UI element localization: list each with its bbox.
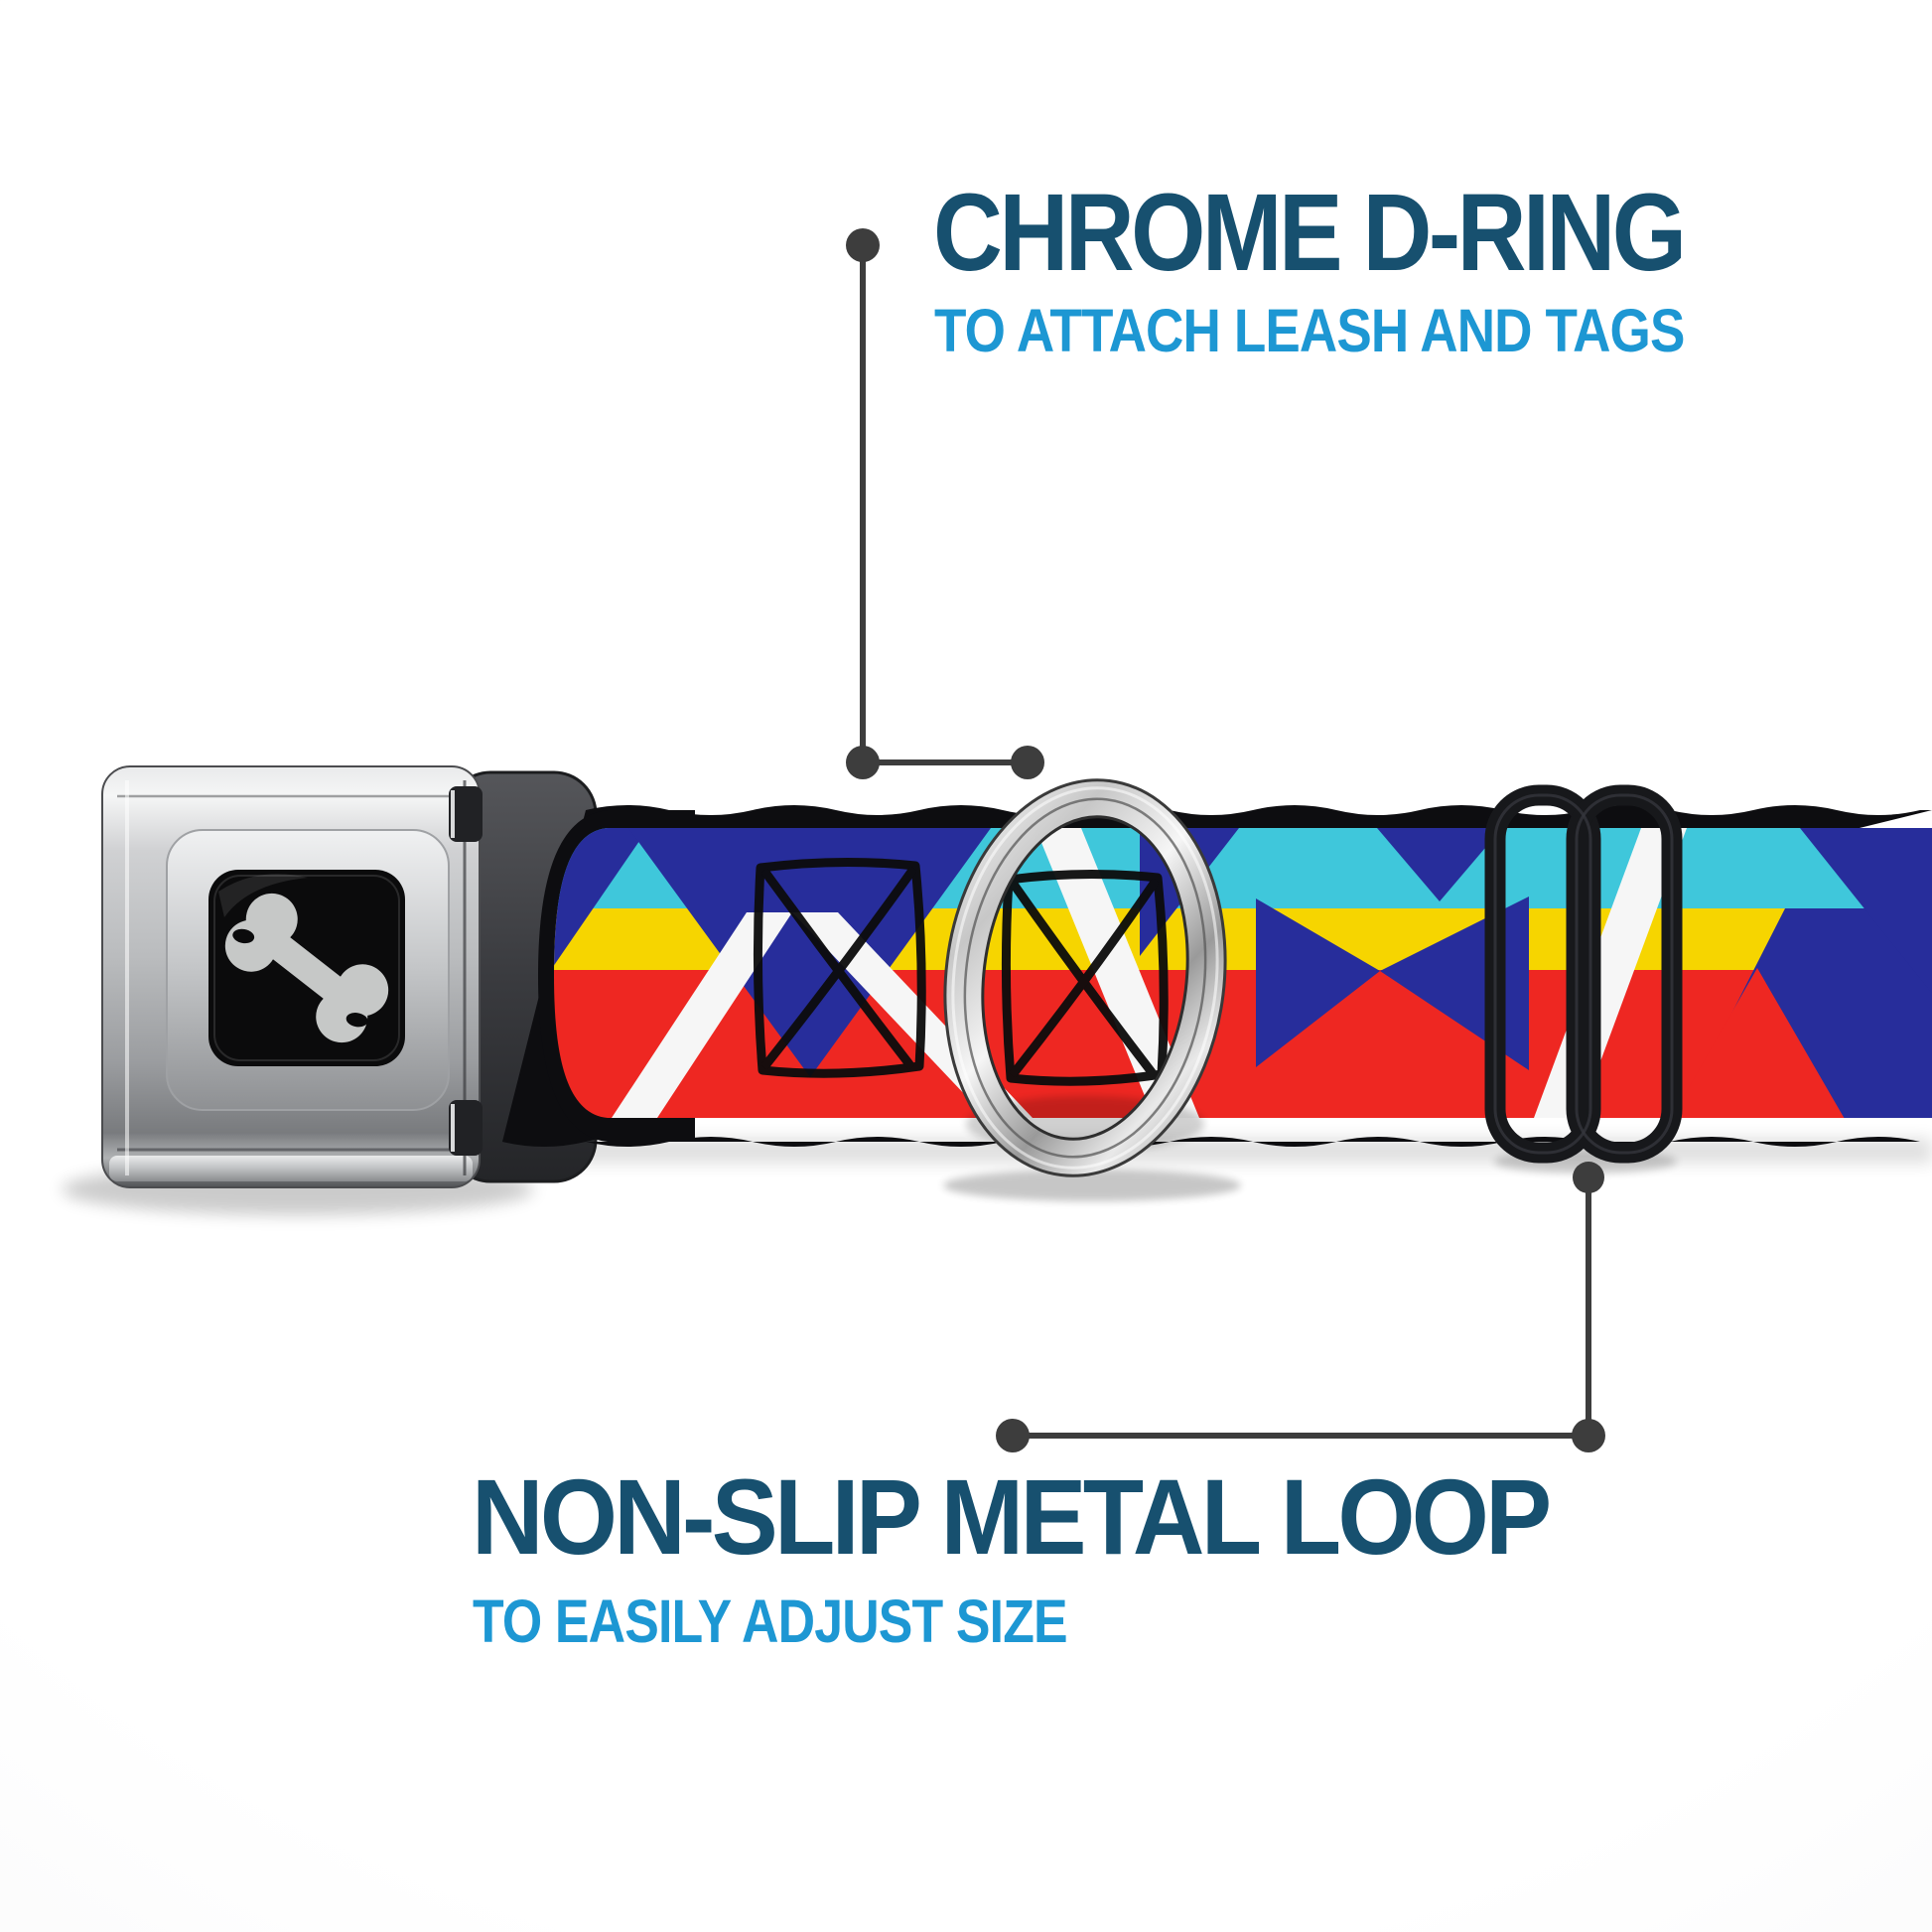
bottom-callout-title: NON-SLIP METAL LOOP [472, 1456, 1552, 1577]
buckle-latch-hooks [449, 786, 483, 1156]
callout-dot [846, 228, 880, 262]
top-callout-title: CHROME D-RING [933, 172, 1687, 294]
callout-dot [996, 1419, 1030, 1452]
callout-dot [846, 746, 880, 779]
sketch-box-motifs [753, 857, 1169, 1086]
bottom-callout-subtitle: TO EASILY ADJUST SIZE [473, 1587, 1068, 1655]
seatbelt-buckle [101, 765, 483, 1188]
callout-dot [1573, 1162, 1604, 1193]
ring-shadow [943, 1170, 1241, 1201]
callout-dot [1572, 1419, 1605, 1452]
dog-bone-icon [224, 893, 389, 1043]
callout-bottom [996, 1162, 1605, 1452]
callout-top [846, 228, 1044, 779]
top-callout-subtitle: TO ATTACH LEASH AND TAGS [934, 297, 1685, 364]
callout-dot [1011, 746, 1044, 779]
chrome-d-ring [943, 778, 1227, 1177]
metal-slider-loop [1484, 784, 1683, 1164]
